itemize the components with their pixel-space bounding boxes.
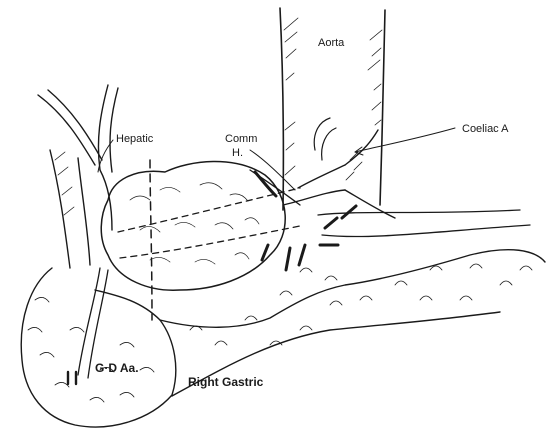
- label-aorta: Aorta: [318, 37, 345, 49]
- label-comm-h: H.: [232, 147, 243, 159]
- label-hepatic: Hepatic: [116, 133, 154, 145]
- hepatic-artery: [38, 85, 300, 268]
- label-right-gastric: Right Gastric: [188, 375, 264, 389]
- stomach: [160, 245, 545, 396]
- label-coeliac: Coeliac A: [462, 123, 509, 135]
- coeliac-trunk: [283, 118, 530, 237]
- label-comm: Comm: [225, 133, 257, 145]
- label-gd: G·D Aa.: [95, 361, 139, 375]
